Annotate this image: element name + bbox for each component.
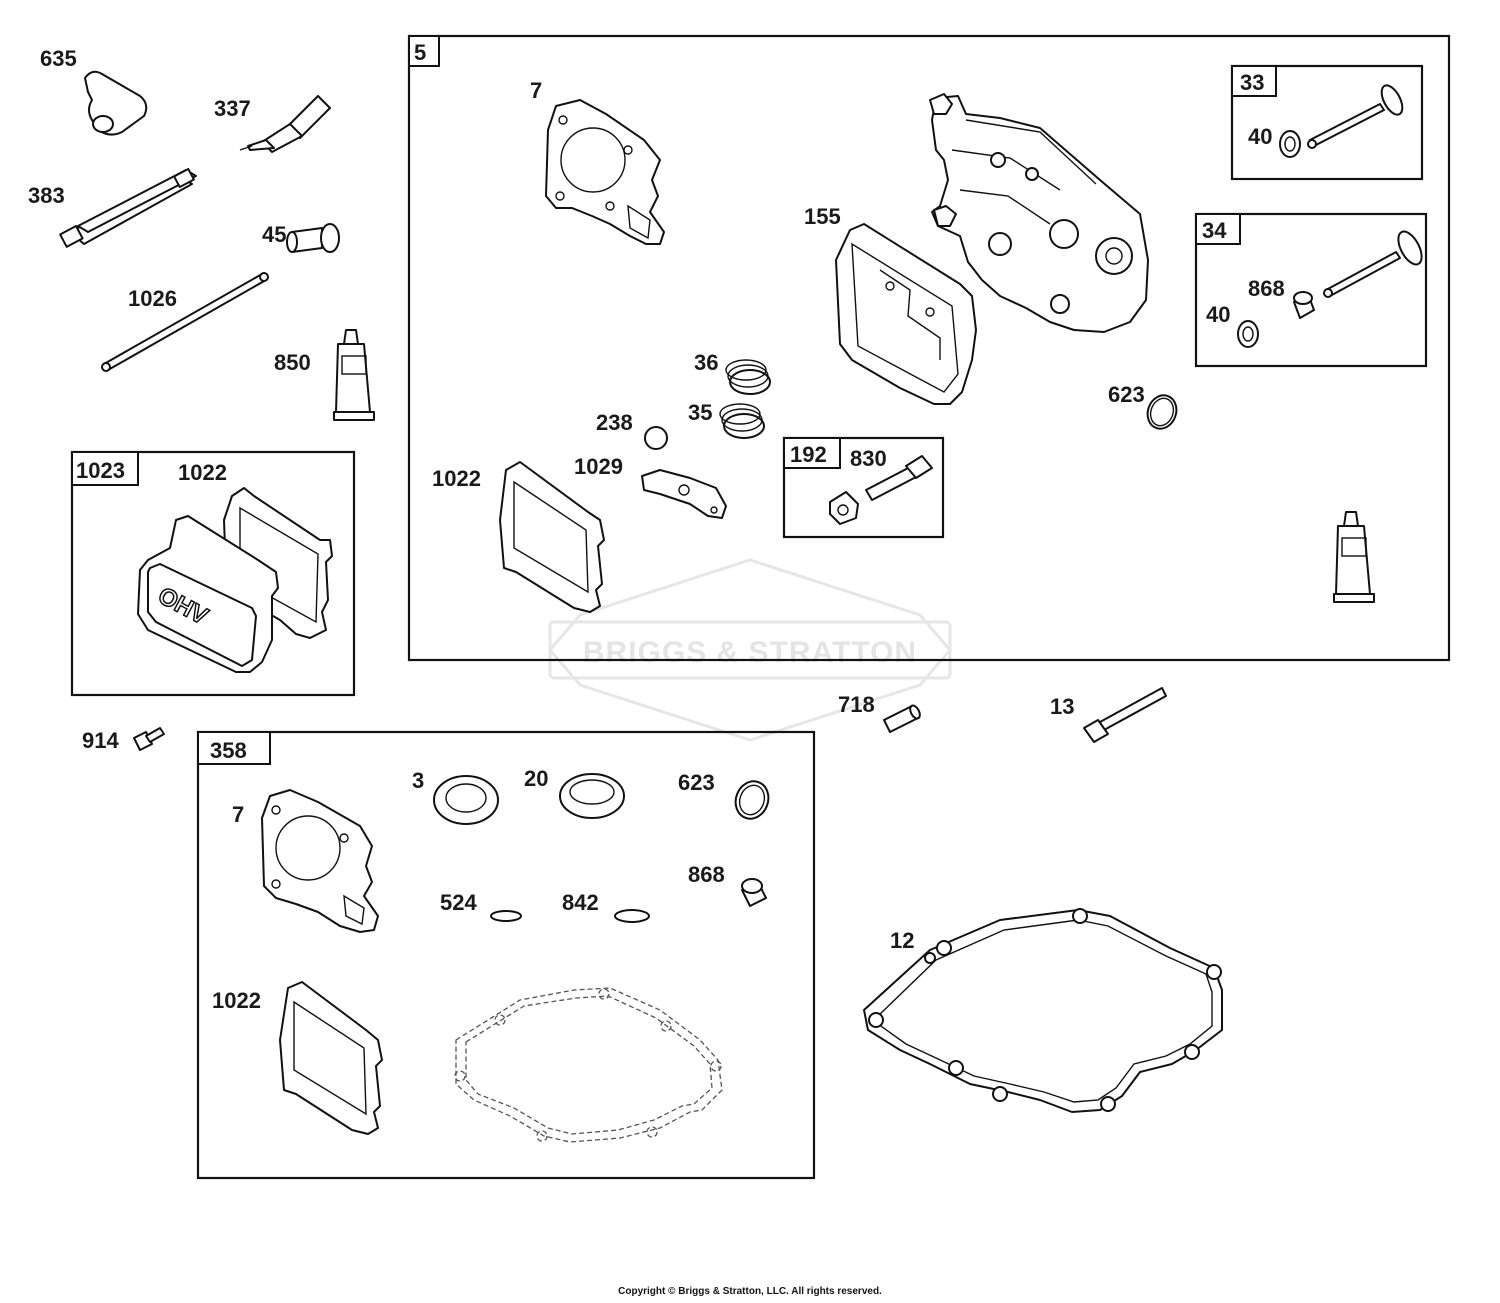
seal-ring-part-524[interactable] [490,910,522,922]
spark-plug-wrench-part[interactable] [59,167,197,248]
push-rod-part[interactable] [101,272,269,372]
callout-524: 524 [440,890,477,915]
cylinder-head-gasket-kit-part[interactable] [261,789,379,933]
valve-seal-part-a[interactable] [1293,291,1315,319]
kit-34-label: 34 [1202,218,1227,243]
kit-1023-box: 1023 [70,450,356,697]
callout-7-kit: 7 [232,802,244,827]
callout-7-top: 7 [530,78,542,103]
o-ring-part-kit[interactable] [730,777,773,824]
head-bolt-part[interactable] [1083,687,1167,743]
kit-5-box: 5 [407,34,1451,662]
kit-192-label: 192 [790,442,827,467]
spark-plug-part[interactable] [239,95,331,153]
valve-seal-part-kit[interactable] [741,878,767,907]
cylinder-head-gasket-part[interactable] [545,99,665,245]
kit-1023-label: 1023 [76,458,125,483]
rocker-cover-gasket-part[interactable] [499,461,605,613]
callout-830: 830 [850,446,887,471]
callout-868-kit: 868 [688,862,725,887]
valve-spring-part-b[interactable] [719,403,765,439]
callout-45: 45 [262,222,286,247]
copyright-notice: Copyright © Briggs & Stratton, LLC. All … [618,1286,882,1297]
spark-plug-boot-part[interactable] [84,70,148,136]
kit-33-box: 33 [1230,64,1424,181]
valve-retainer-part-a[interactable] [1279,130,1301,158]
valve-spring-part-a[interactable] [725,359,771,395]
callout-1022-cover: 1022 [178,460,227,485]
oil-seal-part-3[interactable] [433,775,499,825]
kit-192-box: 192 [782,436,945,539]
brand-watermark: BRIGGS & STRATTON [548,558,952,742]
callout-383: 383 [28,183,65,208]
valve-cover-part[interactable]: OHV [137,515,279,673]
intake-valve-part[interactable] [1323,228,1426,298]
callout-842: 842 [562,890,599,915]
callout-623-kit: 623 [678,770,715,795]
callout-20: 20 [524,766,548,791]
callout-635: 635 [40,46,77,71]
crankcase-gasket-part[interactable] [863,908,1223,1113]
callout-35: 35 [688,400,712,425]
callout-36: 36 [694,350,718,375]
o-ring-part-top[interactable] [1143,391,1181,433]
crankcase-gasket-kit-part[interactable] [454,987,723,1143]
callout-238: 238 [596,410,633,435]
callout-914: 914 [82,728,119,753]
callout-1026: 1026 [128,286,177,311]
rocker-cover-gasket-kit-part[interactable] [279,981,383,1135]
callout-12: 12 [890,928,914,953]
kit-358-label: 358 [210,738,247,763]
callout-40-a: 40 [1248,124,1272,149]
kit-34-box: 34 [1194,212,1428,368]
callout-623-top: 623 [1108,382,1145,407]
callout-1022-kit: 1022 [212,988,261,1013]
valve-cap-part[interactable] [644,426,668,450]
callout-868-a: 868 [1248,276,1285,301]
kit-5-label: 5 [414,40,426,65]
callout-40-b: 40 [1206,302,1230,327]
cylinder-head-part[interactable] [929,93,1149,333]
callout-155: 155 [804,204,841,229]
sealant-tube-part[interactable] [333,329,375,421]
sealant-tube-part-box5[interactable] [1333,511,1375,603]
oil-seal-part-20[interactable] [559,773,625,819]
seal-ring-part-842[interactable] [614,909,650,923]
callout-1029: 1029 [574,454,623,479]
dowel-pin-part[interactable] [883,704,922,733]
valve-retainer-part-b[interactable] [1237,320,1259,348]
kit-358-box: 358 [196,730,816,1180]
rocker-nut-part[interactable] [829,491,859,525]
exhaust-valve-part[interactable] [1307,82,1407,149]
callout-13: 13 [1050,694,1074,719]
watermark-text: BRIGGS & STRATTON [583,636,917,669]
callout-850: 850 [274,350,311,375]
rocker-arm-part[interactable] [641,469,727,519]
callout-1022-box5: 1022 [432,466,481,491]
callout-3: 3 [412,768,424,793]
rocker-stud-part[interactable] [865,455,933,501]
kit-33-label: 33 [1240,70,1264,95]
callout-718: 718 [838,692,875,717]
screw-914-part[interactable] [133,727,165,751]
rocker-cover-shell-part[interactable] [835,223,977,405]
valve-tappet-part[interactable] [286,223,340,253]
callout-337: 337 [214,96,251,121]
